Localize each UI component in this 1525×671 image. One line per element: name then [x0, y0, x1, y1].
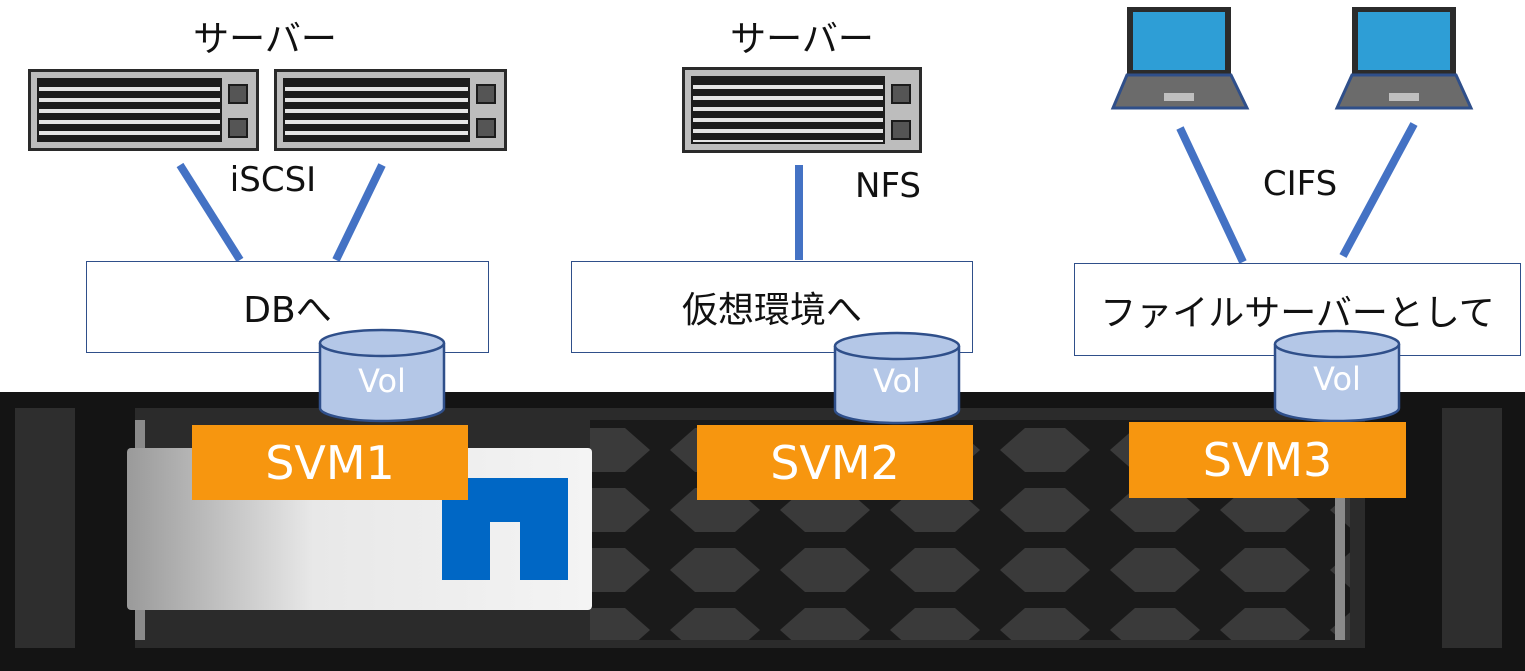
protocol-label-iscsi: iSCSI — [229, 160, 317, 200]
volume-label: Vol — [873, 362, 921, 400]
protocol-label-cifs: CIFS — [1262, 164, 1338, 204]
svm-block: SVM2 — [697, 425, 973, 500]
protocol-label-nfs: NFS — [855, 166, 921, 206]
connector-iscsi-right — [332, 163, 386, 262]
volume-icon — [318, 328, 446, 423]
volume-label: Vol — [1313, 360, 1361, 398]
connector-cifs-right — [1339, 122, 1418, 258]
server-icon — [274, 69, 507, 151]
svm-block: SVM3 — [1129, 422, 1406, 498]
server-label-left: サーバー — [193, 19, 337, 60]
volume-icon — [833, 331, 961, 425]
server-label-middle: サーバー — [730, 19, 874, 60]
volume-icon — [1273, 329, 1401, 423]
connector-cifs-left — [1176, 126, 1247, 264]
svm-block: SVM1 — [192, 425, 468, 500]
storage-ear-left — [15, 408, 75, 648]
connector-iscsi-left — [176, 162, 244, 263]
server-icon — [682, 67, 922, 153]
volume-label: Vol — [358, 362, 406, 400]
server-icon — [28, 69, 259, 151]
storage-ear-right — [1442, 408, 1502, 648]
